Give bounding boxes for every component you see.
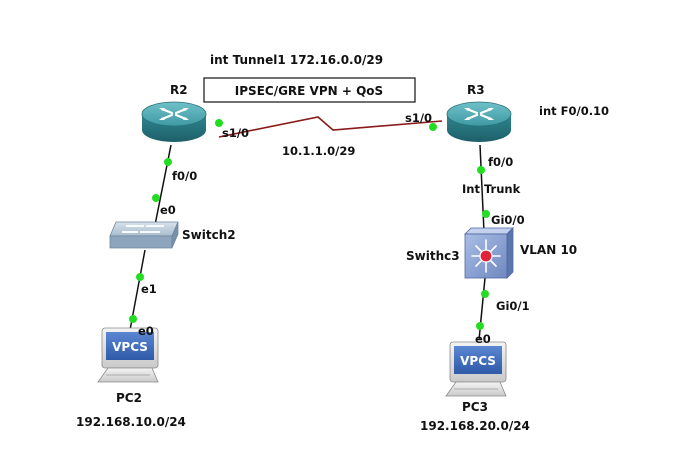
vpcs-screen-label: VPCS bbox=[112, 340, 148, 354]
interface-label-switch2-e1: e1 bbox=[141, 282, 157, 296]
interface-label-pc3-e0: e0 bbox=[475, 332, 491, 346]
link-up-dot bbox=[136, 273, 144, 281]
switch-switch3[interactable]: Swithc3 VLAN 10 bbox=[406, 227, 577, 279]
interface-label-r2-f0-0: f0/0 bbox=[172, 169, 197, 183]
switch-switch2[interactable]: Switch2 bbox=[109, 221, 236, 249]
router-icon bbox=[141, 101, 207, 142]
link-up-dot bbox=[164, 158, 172, 166]
router-icon bbox=[446, 101, 512, 142]
switch-icon bbox=[109, 221, 179, 249]
interface-label-r3-s1-0: s1/0 bbox=[405, 111, 432, 125]
link-up-dot bbox=[476, 322, 484, 330]
link-up-dot bbox=[215, 119, 223, 127]
interface-label-pc2-e0: e0 bbox=[138, 324, 154, 338]
interface-labels: s1/0 s1/0 10.1.1.0/29 int F0/0.10 f0/0 e… bbox=[138, 104, 609, 346]
router-r3[interactable]: R3 bbox=[446, 83, 512, 142]
host-pc3[interactable]: VPCS PC3 192.168.20.0/24 bbox=[420, 341, 530, 433]
link-up-dot bbox=[481, 290, 489, 298]
host-pc2[interactable]: VPCS PC2 192.168.10.0/24 bbox=[76, 327, 186, 429]
device-name-switch2: Switch2 bbox=[182, 228, 236, 242]
vpcs-screen-label: VPCS bbox=[460, 354, 496, 368]
ethernet-link-switch3-pc3[interactable] bbox=[478, 277, 486, 341]
device-name-r3: R3 bbox=[467, 83, 485, 97]
network-label-pc3: 192.168.20.0/24 bbox=[420, 419, 530, 433]
vpcs-icon: VPCS bbox=[97, 327, 159, 383]
subinterface-label: int F0/0.10 bbox=[539, 104, 609, 118]
interface-label-r3-f0-0: f0/0 bbox=[488, 155, 513, 169]
router-r2[interactable]: R2 bbox=[141, 83, 207, 142]
trunk-label: Int Trunk bbox=[462, 182, 521, 196]
vlan-label: VLAN 10 bbox=[520, 243, 577, 257]
interface-label-r2-s1-0: s1/0 bbox=[222, 126, 249, 140]
network-label-pc2: 192.168.10.0/24 bbox=[76, 415, 186, 429]
link-up-dot bbox=[129, 315, 137, 323]
link-up-dot bbox=[152, 194, 160, 202]
link-up-dot bbox=[429, 123, 437, 131]
device-name-switch3: Swithc3 bbox=[406, 249, 460, 263]
multilayer-switch-icon bbox=[464, 227, 514, 279]
interface-label-switch3-gi0-0: Gi0/0 bbox=[491, 213, 525, 227]
link-up-dot bbox=[477, 166, 485, 174]
interface-label-switch3-gi0-1: Gi0/1 bbox=[496, 299, 530, 313]
link-up-dot bbox=[482, 210, 490, 218]
link-status-dots bbox=[129, 119, 490, 330]
ethernet-link-r3-switch3[interactable] bbox=[479, 144, 485, 233]
device-name-r2: R2 bbox=[170, 83, 188, 97]
serial-link-r2-r3[interactable] bbox=[218, 116, 443, 138]
device-name-pc3: PC3 bbox=[462, 400, 488, 414]
vpn-box-label: IPSEC/GRE VPN + QoS bbox=[235, 84, 383, 98]
tunnel-interface-label: int Tunnel1 172.16.0.0/29 bbox=[210, 53, 383, 67]
vpcs-icon: VPCS bbox=[445, 341, 507, 397]
vpn-box bbox=[203, 77, 416, 103]
serial-network-label: 10.1.1.0/29 bbox=[282, 144, 355, 158]
interface-label-switch2-e0: e0 bbox=[160, 203, 176, 217]
device-name-pc2: PC2 bbox=[116, 391, 142, 405]
